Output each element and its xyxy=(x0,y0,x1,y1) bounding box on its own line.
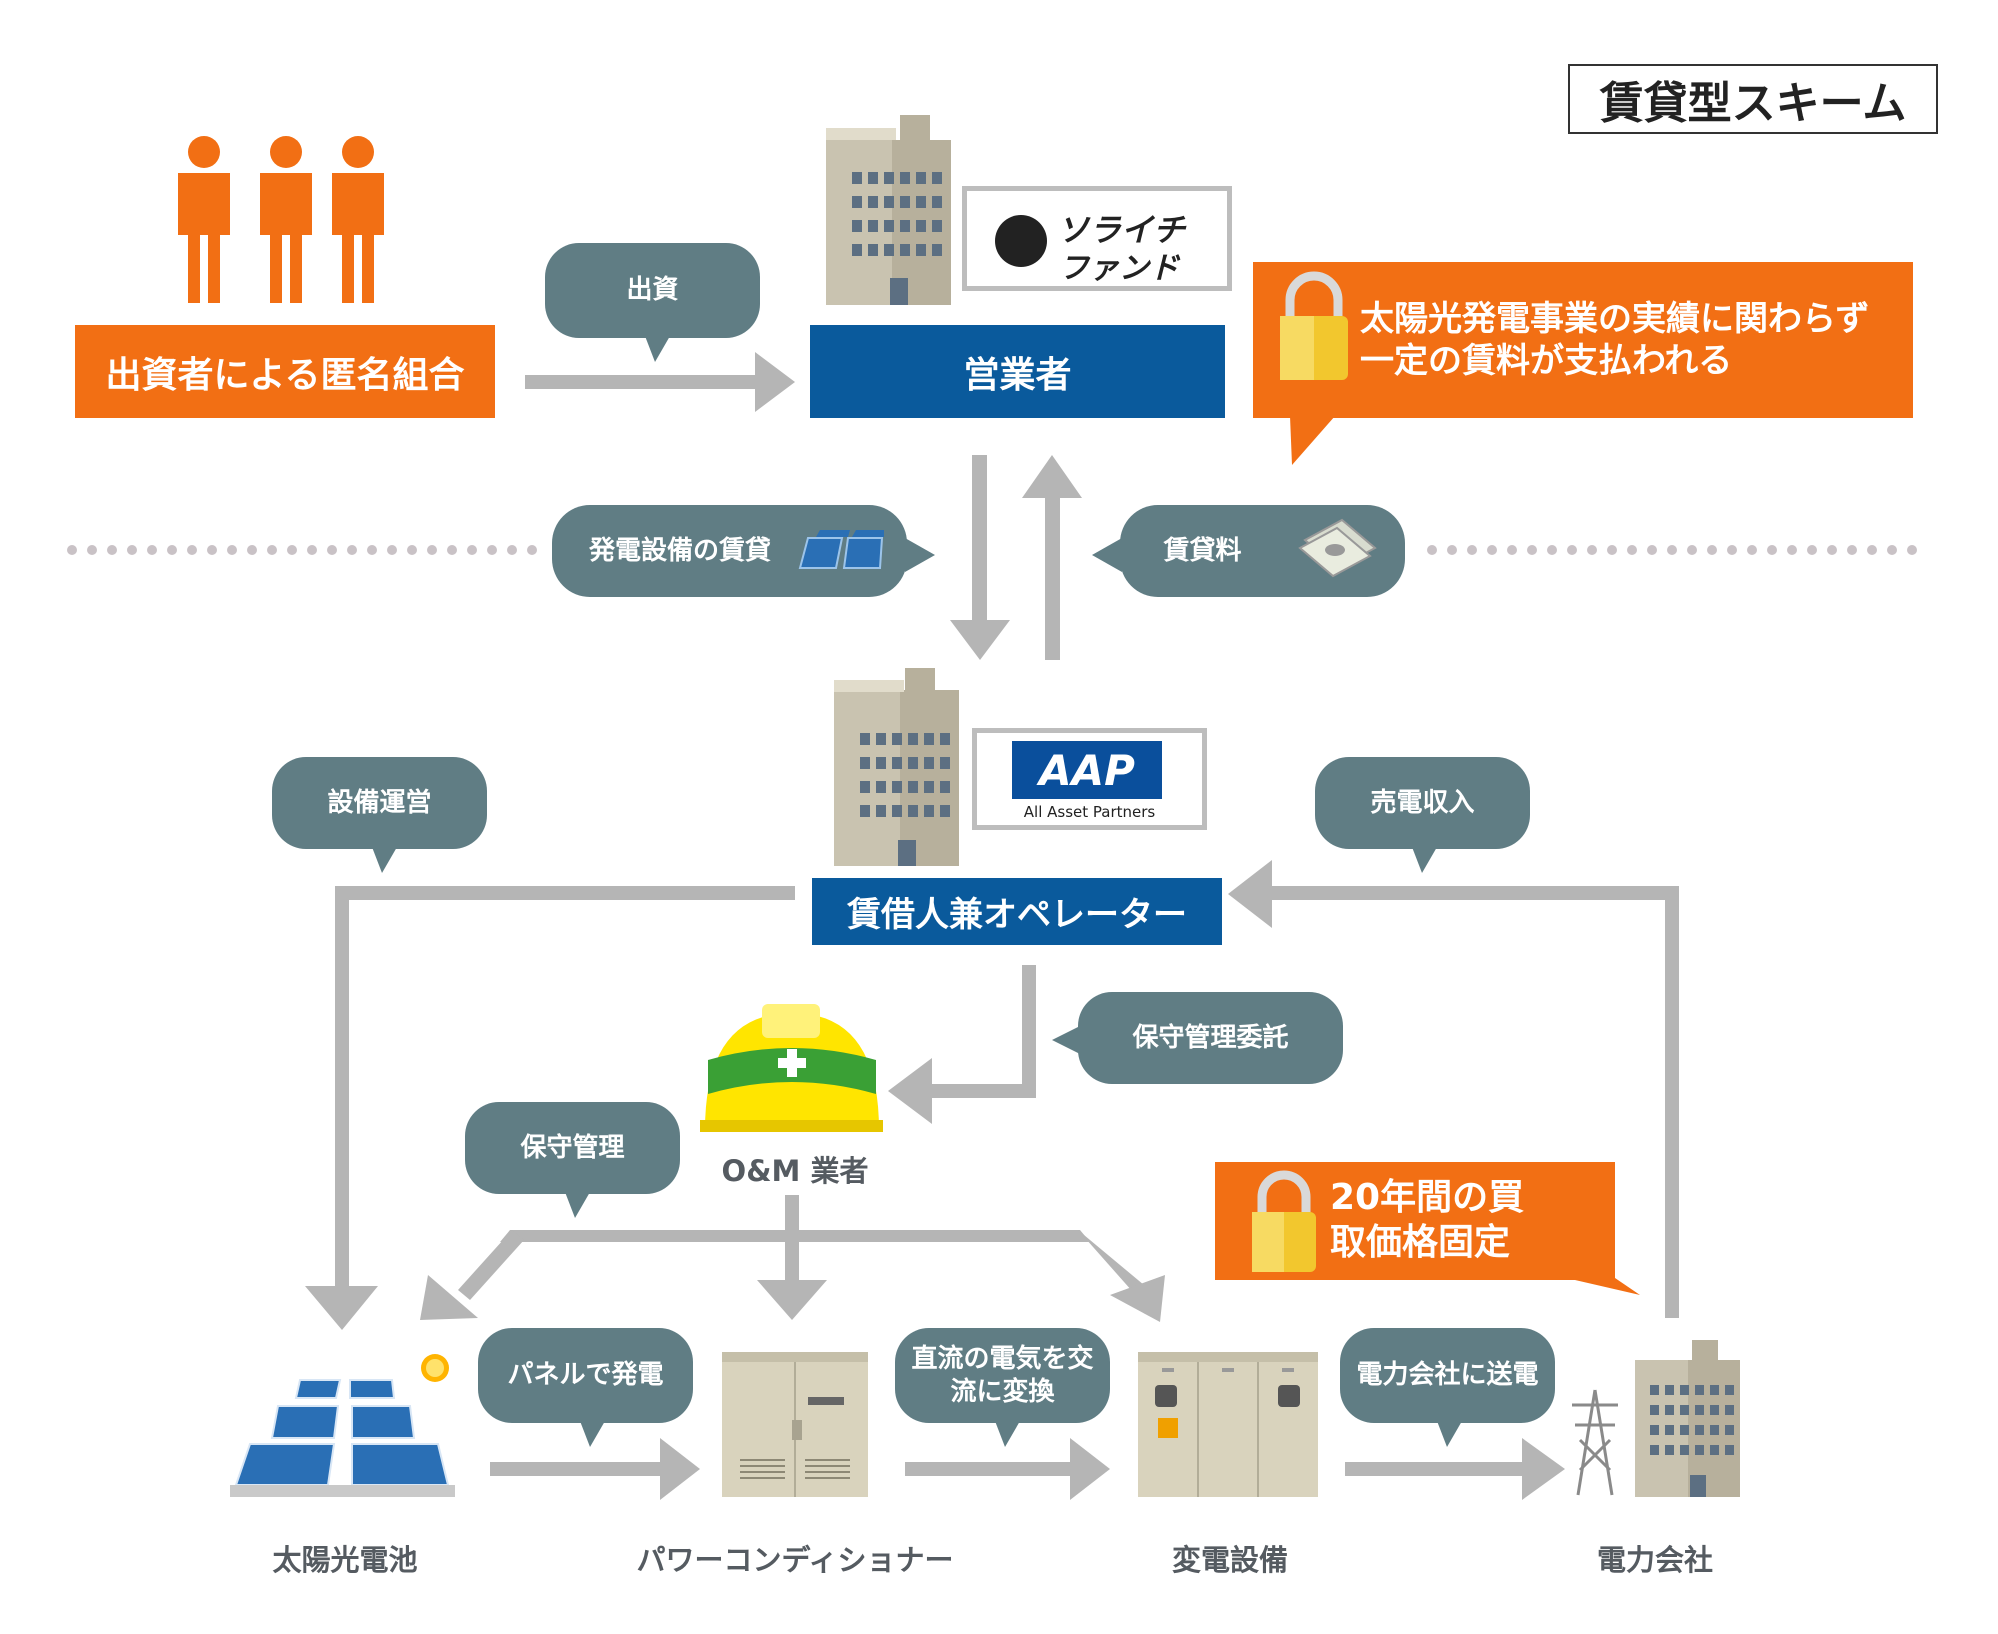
bubble-operation: 設備運営 xyxy=(327,787,432,818)
callout-fixed-price: 20年間の買取価格固定 xyxy=(1330,1177,1525,1263)
bubble-investment: 出資 xyxy=(626,275,679,306)
bubble-dcac-shape xyxy=(895,1328,1110,1447)
bubble-dc-to-ac: 直流の電気を交流に変換 xyxy=(911,1344,1094,1407)
lock-icon-fee xyxy=(1280,271,1348,380)
bubble-panel-shape xyxy=(478,1328,693,1447)
bubble-contract-shape xyxy=(1052,992,1343,1084)
power-conditioner-icon xyxy=(722,1352,868,1497)
bubble-operation-shape xyxy=(272,757,487,873)
substation-icon xyxy=(1138,1352,1318,1497)
solar-panels-icon xyxy=(230,1354,455,1497)
arrow-rent-up xyxy=(1022,455,1082,660)
bubble-transmission: 電力会社に送電 xyxy=(1356,1360,1539,1391)
building-icon-top xyxy=(826,115,951,305)
bubble-lease-shape xyxy=(552,505,935,597)
arrow-lease-down xyxy=(950,455,1010,660)
bubble-lease-equipment: 発電設備の賃貸 xyxy=(588,535,771,566)
operator-box: 営業者 xyxy=(810,325,1225,418)
scheme-title: 賃貸型スキーム xyxy=(1568,64,1938,134)
bubble-investment-shape xyxy=(545,243,760,362)
lock-icon-price xyxy=(1252,1170,1316,1272)
arrow-investment xyxy=(525,352,795,412)
bubble-rent: 賃貸料 xyxy=(1163,535,1242,566)
arrow-maintenance xyxy=(420,1195,1165,1322)
investors-icon xyxy=(178,136,384,303)
bubble-panel-generation: パネルで発電 xyxy=(507,1360,664,1391)
money-icon xyxy=(1298,518,1377,578)
sorachi-fund-logo: ソライチ ファンド xyxy=(962,186,1232,291)
aap-logo-sub: All Asset Partners xyxy=(1023,803,1156,821)
helmet-icon xyxy=(700,1004,883,1132)
bubble-maintenance-shape xyxy=(465,1102,680,1218)
arrow-transmission xyxy=(1345,1438,1565,1500)
callout-fixed-fee: 太陽光発電事業の実績に関わらず一定の賃料が支払われる xyxy=(1360,298,1870,382)
bubble-transmission-shape xyxy=(1340,1328,1555,1447)
logo-text-line2: ファンド xyxy=(1059,251,1179,286)
arrow-conversion xyxy=(905,1438,1110,1500)
bubble-maintenance: 保守管理 xyxy=(520,1132,625,1163)
investors-box: 出資者による匿名組合 xyxy=(75,325,495,418)
arrow-operation xyxy=(305,886,795,1330)
callout-fixed-fee-shape xyxy=(1253,262,1913,465)
om-label: O&M 業者 xyxy=(721,1154,869,1188)
solar-panel-small-icon xyxy=(798,530,884,569)
arrow-sales-income xyxy=(1228,860,1679,1318)
bubble-sales-income: 売電収入 xyxy=(1370,787,1475,818)
label-power-conditioner: パワーコンディショナー xyxy=(636,1543,954,1577)
dotted-separator xyxy=(67,545,1917,555)
arrow-generation xyxy=(490,1438,700,1500)
aap-logo: AAP All Asset Partners xyxy=(972,728,1207,830)
label-utility: 電力会社 xyxy=(1596,1543,1713,1577)
logo-text-line1: ソライチ xyxy=(1057,211,1186,249)
label-substation: 変電設備 xyxy=(1171,1543,1288,1577)
logo-mark-icon xyxy=(995,215,1047,267)
label-solar-cells: 太陽光電池 xyxy=(272,1543,418,1577)
building-icon-mid xyxy=(834,668,959,866)
utility-building-icon xyxy=(1572,1340,1740,1497)
bubble-sales-shape xyxy=(1315,757,1530,873)
aap-logo-mark: AAP xyxy=(1012,741,1162,799)
lessee-operator-box: 賃借人兼オペレーター xyxy=(812,878,1222,945)
arrow-maintenance-contract xyxy=(888,965,1036,1124)
bubble-maintenance-contract: 保守管理委託 xyxy=(1132,1022,1289,1053)
